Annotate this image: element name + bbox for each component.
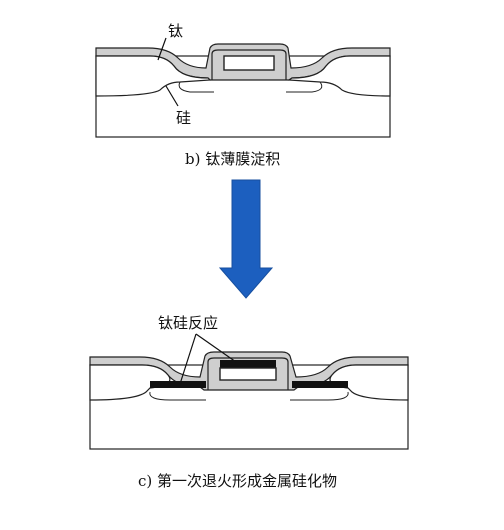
field-oxide-left bbox=[95, 55, 212, 97]
gate-poly bbox=[219, 367, 277, 381]
reaction-leader-gate bbox=[195, 333, 237, 363]
caption-c: c) 第一次退火形成金属硅化物 bbox=[138, 472, 337, 490]
silicon-label: 硅 bbox=[176, 109, 191, 127]
field-oxide-right bbox=[287, 55, 391, 97]
panel-c-cross-section: 钛硅反应 c) 第一次退火形成金属硅化物 bbox=[89, 314, 409, 490]
source-junction bbox=[149, 391, 206, 401]
process-flow-arrow bbox=[218, 179, 274, 299]
titanium-leader-line bbox=[157, 37, 167, 61]
silicon-leader-line bbox=[165, 85, 179, 107]
caption-b: b) 钛薄膜淀积 bbox=[185, 150, 280, 168]
drain-junction bbox=[286, 81, 323, 93]
titanium-label: 钛 bbox=[168, 22, 183, 40]
gate-spacer bbox=[207, 357, 289, 390]
reaction-leader-source bbox=[179, 333, 197, 385]
drain-junction bbox=[290, 391, 349, 401]
gate-spacer bbox=[211, 49, 287, 80]
gate-poly bbox=[223, 55, 275, 71]
panel-b-cross-section: 钛 硅 b) 钛薄膜淀积 bbox=[95, 22, 391, 168]
silicide-source bbox=[150, 381, 206, 388]
titanium-silicon-reaction-label: 钛硅反应 bbox=[158, 314, 218, 332]
silicide-gate bbox=[220, 360, 276, 368]
source-junction bbox=[178, 81, 214, 93]
silicide-drain bbox=[292, 381, 348, 388]
